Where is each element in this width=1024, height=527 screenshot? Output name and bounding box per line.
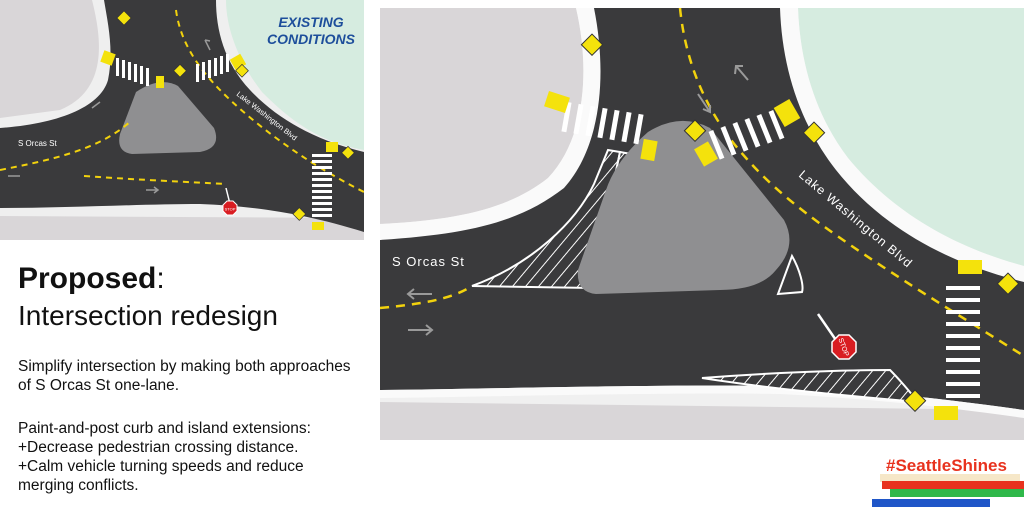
- brand-stripes: [872, 474, 1024, 514]
- proposed-hatched-island-extension-west: [471, 148, 622, 290]
- existing-warning-signs: [116, 10, 355, 221]
- proposed-warning-signs: [580, 33, 1020, 413]
- existing-lane-line-blvd: [175, 9, 364, 193]
- existing-street-label-orcas: S Orcas St: [18, 139, 57, 148]
- proposed-direction-arrows: [406, 65, 749, 336]
- proposed-grass-northeast: [798, 8, 1024, 266]
- existing-lot-northwest: [0, 0, 99, 118]
- existing-label-line1: EXISTING: [278, 14, 344, 30]
- brand-stripe-green: [890, 489, 1024, 497]
- description-paragraph-2-line-2: +Decrease pedestrian crossing distance.: [18, 439, 299, 456]
- proposed-crosswalk-east: [946, 286, 980, 398]
- proposed-sidewalk-northeast: [780, 8, 1024, 282]
- existing-crosswalk-east: [312, 154, 332, 217]
- proposed-hatched-curb-extension-south: [701, 368, 921, 404]
- proposed-lane-line-orcas: [380, 284, 473, 310]
- proposed-design-map: STOP S Orcas St Lake Washington Blvd: [380, 8, 1024, 440]
- description-paragraph-2-line-3: +Calm vehicle turning speeds and reduce …: [18, 458, 304, 494]
- heading-proposed-word: Proposed: [18, 262, 157, 295]
- existing-conditions-map: STOP S Orcas St Lake Washington Blvd: [0, 0, 364, 240]
- proposed-traffic-island: [577, 120, 790, 294]
- existing-traffic-island: [119, 82, 217, 154]
- proposed-crosswalk-north: [561, 101, 785, 160]
- heading-subtitle: Intersection redesign: [18, 300, 278, 331]
- proposed-lot-south: [380, 402, 1024, 440]
- description-paragraph-2: Paint-and-post curb and island extension…: [18, 419, 363, 495]
- proposed-island-tip-east: [776, 253, 804, 296]
- heading-proposed: Proposed:: [18, 262, 165, 296]
- brand-stripe-blue: [872, 499, 990, 507]
- existing-stop-sign-text: STOP: [225, 207, 236, 212]
- proposed-lane-line-blvd: [678, 8, 1024, 358]
- brand-stripe-red: [882, 481, 1024, 489]
- existing-crosswalk-north: [116, 54, 229, 86]
- existing-lane-line-south: [83, 175, 227, 185]
- existing-direction-arrows: [8, 39, 211, 194]
- proposed-street-label-orcas: S Orcas St: [392, 254, 465, 269]
- existing-label-line2: CONDITIONS: [267, 31, 355, 47]
- existing-grass-northeast: [226, 0, 364, 150]
- existing-lot-south: [0, 216, 364, 240]
- proposed-lot-northwest: [380, 8, 584, 224]
- description-paragraph-1: Simplify intersection by making both app…: [18, 358, 351, 394]
- existing-stop-sign: STOP: [222, 200, 238, 216]
- existing-curb-ramps: [100, 50, 338, 230]
- proposed-curb-ramps: [544, 90, 982, 420]
- heading-colon: :: [156, 262, 165, 295]
- seattle-shines-hashtag: #SeattleShines: [886, 456, 1007, 475]
- brand-stripe-cream: [880, 474, 1020, 482]
- existing-conditions-label: EXISTING CONDITIONS: [256, 14, 366, 48]
- proposed-sidewalk-northwest: [380, 8, 601, 240]
- proposed-stop-sign: STOP: [831, 334, 857, 360]
- description-paragraph-2-line-1: Paint-and-post curb and island extension…: [18, 420, 311, 437]
